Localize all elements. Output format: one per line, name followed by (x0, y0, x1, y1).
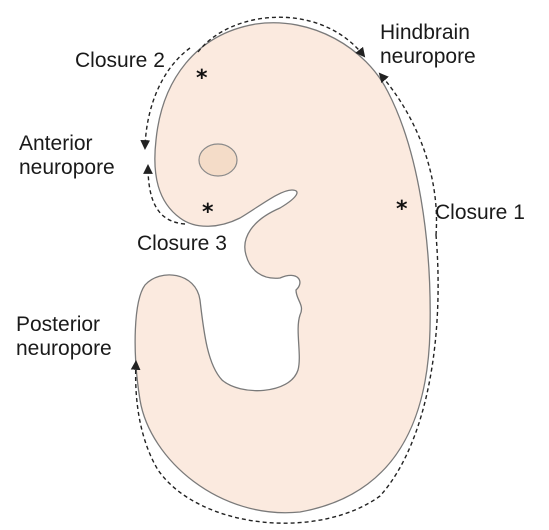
label-anterior-line2: neuropore (19, 157, 115, 179)
closure-2-marker: * (196, 68, 208, 90)
embryo-body (135, 23, 430, 513)
eye-oval (199, 144, 237, 176)
label-closure-2: Closure 2 (75, 50, 165, 72)
label-closure-1: Closure 1 (435, 202, 525, 224)
closure-1-marker: * (396, 199, 408, 221)
label-anterior-line1: Anterior (19, 133, 93, 155)
label-hindbrain-line2: neuropore (380, 46, 476, 68)
closure-3-marker: * (202, 202, 214, 224)
label-closure-3: Closure 3 (137, 233, 227, 255)
label-hindbrain-line1: Hindbrain (380, 22, 470, 44)
label-posterior-line2: neuropore (16, 338, 112, 360)
label-posterior-line1: Posterior (16, 314, 100, 336)
